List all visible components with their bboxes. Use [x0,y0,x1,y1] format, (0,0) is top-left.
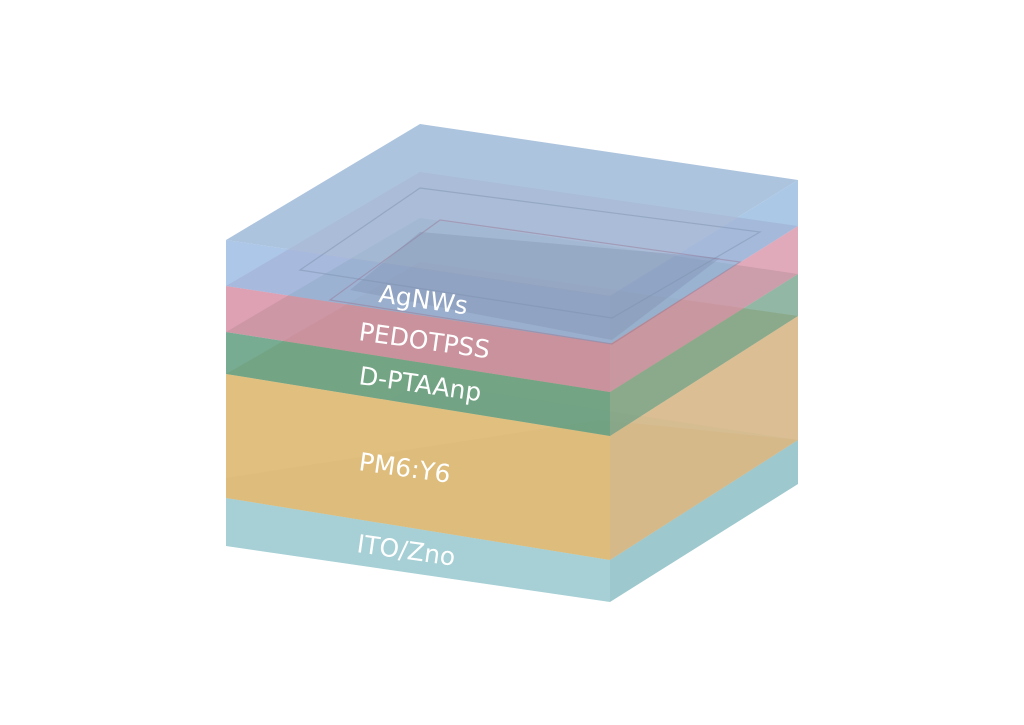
pm6-y6-side-face [610,316,798,560]
pm6-y6-shade [226,420,798,560]
ito-zno-side-face [610,440,798,602]
d-ptaanp-front-face [226,332,610,436]
agnws-side-face [610,180,798,344]
agnws-top-face [226,124,798,296]
agnws-inner-frame [298,187,762,319]
core-inner-frame [350,232,720,340]
pedot-pss-side-face [610,226,798,392]
pedot-pss-front-face [226,286,610,392]
inner-frames [298,187,762,345]
layer-agnws [226,124,798,344]
pedot-inner-frame [328,219,742,345]
d-ptaanp-side-face [610,274,798,436]
agnws-front-face [226,240,610,344]
ito-zno-front-face [226,498,610,602]
